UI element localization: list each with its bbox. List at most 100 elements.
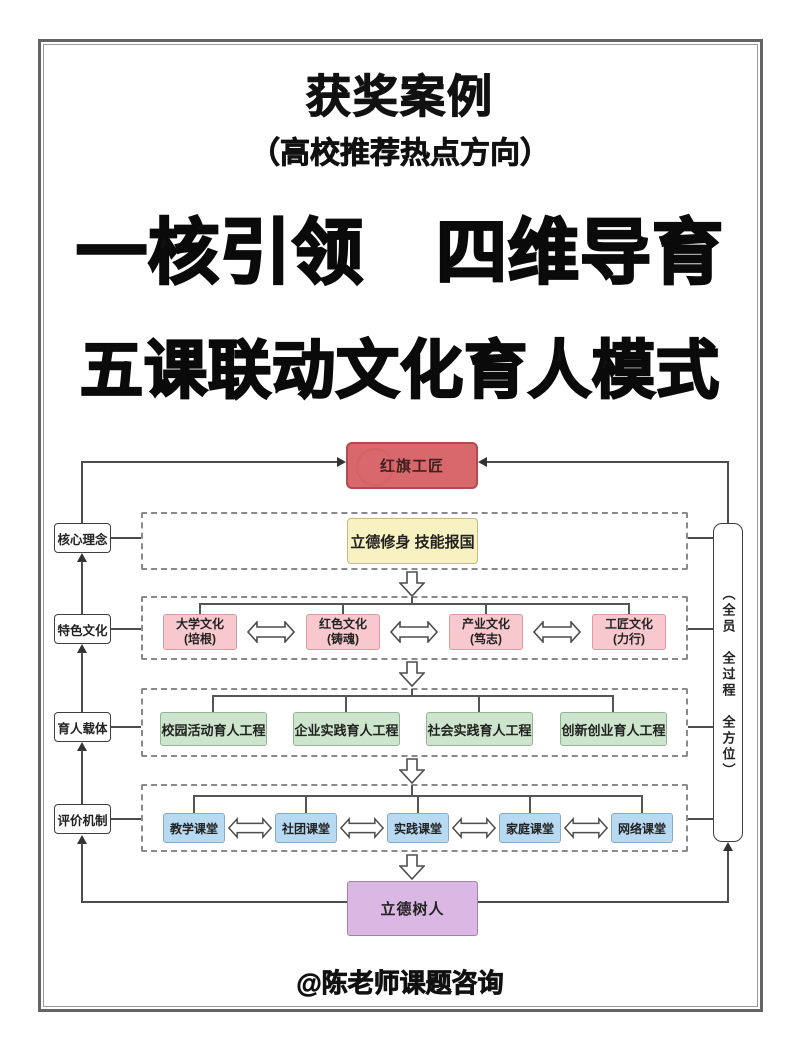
rail-line xyxy=(213,695,614,697)
double-arrow-icon xyxy=(533,621,581,643)
classroom-box-teaching: 教学课堂 xyxy=(163,813,225,843)
rail-stub xyxy=(411,689,413,696)
connector-line xyxy=(727,850,729,903)
project-box-enterprise: 企业实践育人工程 xyxy=(293,712,400,746)
row-cultures xyxy=(141,596,688,660)
connector-line xyxy=(111,726,141,728)
left-label-carrier: 育人载体 xyxy=(54,712,111,742)
moral-education-label: 立德树人 xyxy=(380,901,445,918)
headline-primary: 一核引领 四维导育 xyxy=(75,213,725,295)
rail-line xyxy=(200,603,629,605)
connector-line xyxy=(81,750,83,804)
page-subtitle: （高校推荐热点方向） xyxy=(250,137,551,171)
connector-line xyxy=(688,537,713,539)
connector-line xyxy=(111,628,141,630)
left-label-core-idea: 核心理念 xyxy=(54,523,111,553)
culture-label: 产业文化(笃志) xyxy=(461,617,510,646)
culture-label: 红色文化(铸魂) xyxy=(318,617,367,646)
arrowhead-icon xyxy=(77,742,87,751)
connector-line xyxy=(478,901,729,903)
left-label-evaluation: 评价机制 xyxy=(54,804,111,834)
rail-stub xyxy=(411,597,413,604)
project-label: 创新创业育人工程 xyxy=(561,722,666,738)
moral-education-box: 立德树人 xyxy=(347,881,478,936)
classroom-box-club: 社团课堂 xyxy=(275,813,337,843)
rail-stub xyxy=(485,603,487,615)
down-arrow-icon xyxy=(399,571,425,597)
connector-line xyxy=(111,537,141,539)
rail-stub xyxy=(193,795,195,813)
left-label-text: 评价机制 xyxy=(57,813,108,828)
connector-line xyxy=(82,461,338,463)
right-banner-text: （全员 全过程 全方位） xyxy=(720,586,736,779)
rail-stub xyxy=(212,695,214,712)
rail-stub xyxy=(305,795,307,813)
culture-box-university: 大学文化(培根) xyxy=(163,614,237,650)
project-box-innovation: 创新创业育人工程 xyxy=(560,712,667,746)
classroom-label: 社团课堂 xyxy=(281,821,330,836)
frame-border xyxy=(38,39,763,1012)
project-box-society: 社会实践育人工程 xyxy=(426,712,533,746)
classroom-box-practice: 实践课堂 xyxy=(387,813,449,843)
rail-stub xyxy=(641,795,643,813)
connector-line xyxy=(487,461,729,463)
rail-stub xyxy=(628,603,630,615)
double-arrow-icon xyxy=(564,817,608,839)
culture-box-craftsman: 工匠文化(力行) xyxy=(592,614,666,650)
row-classrooms xyxy=(141,784,688,852)
double-arrow-icon xyxy=(340,817,384,839)
row-core-idea xyxy=(141,512,688,570)
classroom-label: 实践课堂 xyxy=(393,821,442,836)
mission-box: 立德修身 技能报国 xyxy=(347,518,478,564)
right-banner: （全员 全过程 全方位） xyxy=(713,523,743,842)
row-projects xyxy=(141,688,688,757)
red-flag-craftsman-box: 红旗工匠 xyxy=(346,442,478,489)
connector-line xyxy=(111,818,141,820)
connector-line xyxy=(81,652,83,712)
page-title: 获奖案例 xyxy=(305,70,494,122)
project-label: 企业实践育人工程 xyxy=(294,722,399,738)
headline-secondary: 五课联动文化育人模式 xyxy=(79,335,720,407)
double-arrow-icon xyxy=(390,621,438,643)
mission-label: 立德修身 技能报国 xyxy=(350,533,475,551)
red-flag-craftsman-label: 红旗工匠 xyxy=(379,458,444,475)
left-label-text: 特色文化 xyxy=(57,623,108,638)
rail-stub xyxy=(478,695,480,712)
arrowhead-icon xyxy=(337,457,346,467)
rail-stub xyxy=(417,795,419,813)
classroom-label: 网络课堂 xyxy=(617,821,666,836)
rail-stub xyxy=(345,695,347,712)
left-label-culture: 特色文化 xyxy=(54,614,111,644)
connector-line xyxy=(81,561,83,614)
classroom-label: 教学课堂 xyxy=(169,821,218,836)
culture-box-industry: 产业文化(笃志) xyxy=(449,614,523,650)
connector-line xyxy=(688,726,713,728)
rail-stub xyxy=(411,785,413,795)
arrowhead-icon xyxy=(77,553,87,562)
classroom-label: 家庭课堂 xyxy=(505,821,554,836)
double-arrow-icon xyxy=(247,621,295,643)
classroom-box-online: 网络课堂 xyxy=(611,813,673,843)
arrowhead-icon xyxy=(77,644,87,653)
connector-line xyxy=(688,818,713,820)
project-box-campus: 校园活动育人工程 xyxy=(160,712,267,746)
left-label-text: 核心理念 xyxy=(57,532,108,547)
culture-label: 工匠文化(力行) xyxy=(604,617,653,646)
arrowhead-icon xyxy=(723,842,733,851)
double-arrow-icon xyxy=(228,817,272,839)
rail-stub xyxy=(342,603,344,615)
arrowhead-icon xyxy=(77,835,87,844)
emblem-watermark-icon xyxy=(356,448,394,486)
project-label: 社会实践育人工程 xyxy=(427,722,532,738)
connector-line xyxy=(81,843,83,903)
culture-label: 大学文化(培根) xyxy=(175,617,224,646)
down-arrow-icon xyxy=(399,758,425,784)
classroom-box-family: 家庭课堂 xyxy=(499,813,561,843)
down-arrow-icon xyxy=(399,661,425,687)
connector-line xyxy=(81,901,347,903)
left-label-text: 育人载体 xyxy=(57,721,108,736)
rail-stub xyxy=(199,603,201,615)
connector-line xyxy=(688,628,713,630)
double-arrow-icon xyxy=(452,817,496,839)
